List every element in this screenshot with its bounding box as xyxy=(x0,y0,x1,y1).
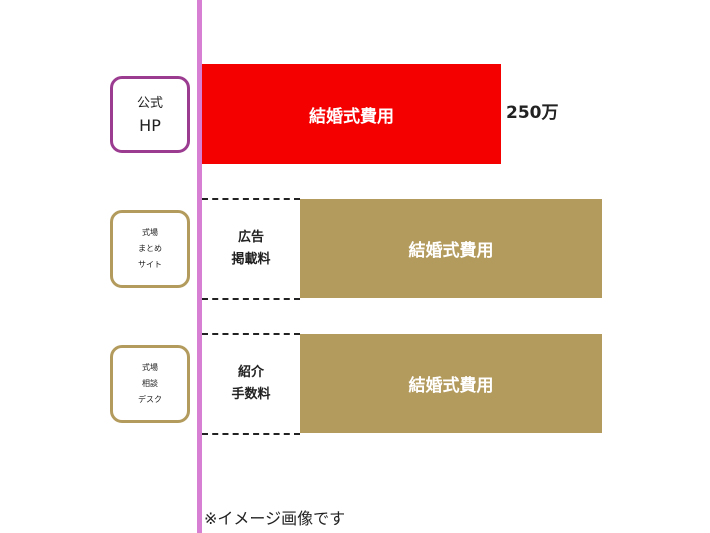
fee-line: 紹介 xyxy=(237,365,264,380)
label-line: HP xyxy=(139,115,161,135)
axis-line xyxy=(197,0,202,533)
amount-label: 250万 xyxy=(506,103,559,123)
label-line: 式場 xyxy=(142,363,158,372)
ad-fee-segment: 広告 掲載料 xyxy=(202,198,300,300)
official-hp-box: 公式 HP xyxy=(110,76,190,153)
wedding-cost-bar-desk: 結婚式費用 xyxy=(300,334,602,433)
label-line: デスク xyxy=(138,395,162,404)
fee-line: 手数料 xyxy=(231,387,271,402)
label-line: 公式 xyxy=(136,95,163,111)
referral-fee-segment: 紹介 手数料 xyxy=(202,333,300,435)
label-line: まとめ xyxy=(138,244,162,253)
venue-consult-desk-box: 式場 相談 デスク xyxy=(110,345,190,423)
label-line: 式場 xyxy=(142,228,158,237)
wedding-cost-bar-site: 結婚式費用 xyxy=(300,199,602,298)
wedding-cost-bar-hp: 結婚式費用 xyxy=(202,64,501,164)
label-line: 相談 xyxy=(142,379,158,388)
image-note: ※イメージ画像です xyxy=(204,509,346,528)
label-line: サイト xyxy=(138,260,162,269)
venue-summary-site-box: 式場 まとめ サイト xyxy=(110,210,190,288)
fee-line: 広告 xyxy=(237,230,264,245)
fee-line: 掲載料 xyxy=(231,252,271,267)
